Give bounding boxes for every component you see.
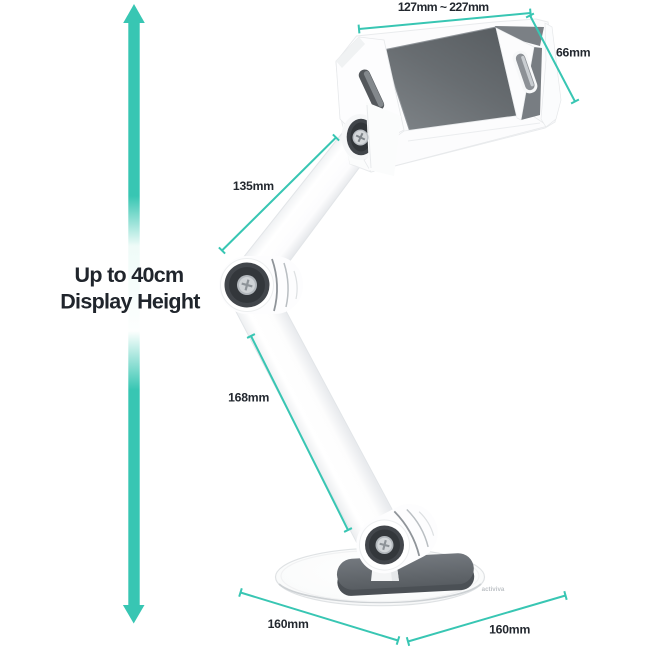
svg-text:127mm ~ 227mm: 127mm ~ 227mm [398, 0, 489, 14]
svg-text:160mm: 160mm [489, 622, 530, 636]
svg-text:Display Height: Display Height [60, 290, 200, 314]
svg-text:66mm: 66mm [556, 46, 591, 60]
svg-text:activiva: activiva [482, 586, 505, 593]
svg-text:135mm: 135mm [233, 179, 274, 193]
svg-text:168mm: 168mm [228, 391, 269, 405]
svg-text:Up to 40cm: Up to 40cm [75, 263, 184, 287]
svg-text:160mm: 160mm [268, 617, 309, 631]
